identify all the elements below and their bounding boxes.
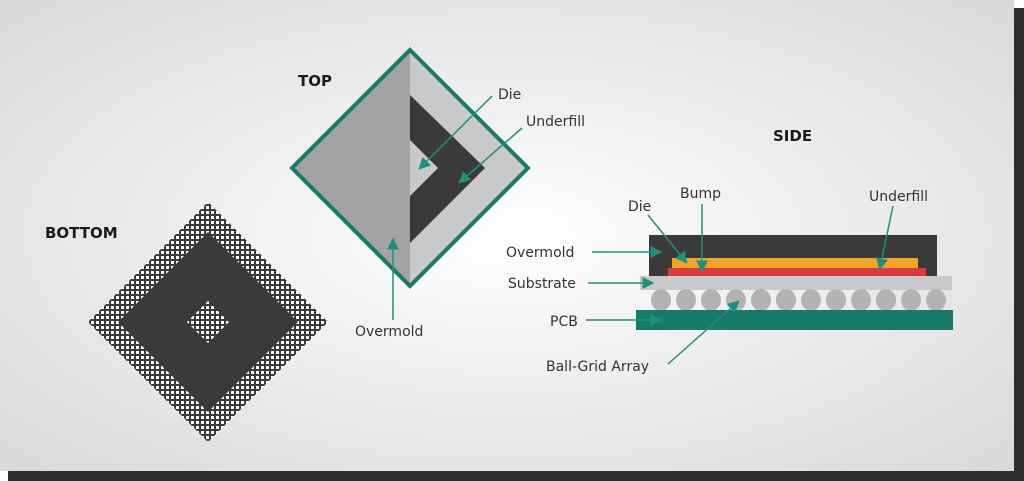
side-ball-grid-array xyxy=(651,289,946,311)
side-ball xyxy=(826,289,846,311)
side-bga-label: Ball-Grid Array xyxy=(546,359,649,375)
side-ball xyxy=(851,289,871,311)
top-die-label: Die xyxy=(498,87,521,103)
side-ball xyxy=(926,289,946,311)
side-view: SIDE Die Bump Underfill Overmold xyxy=(506,127,953,375)
side-ball xyxy=(801,289,821,311)
side-die xyxy=(672,258,918,268)
side-ball xyxy=(651,289,671,311)
side-underfill-arrow xyxy=(876,205,894,271)
top-underfill-arrow xyxy=(458,127,523,184)
side-ball xyxy=(726,289,746,311)
side-ball xyxy=(876,289,896,311)
side-ball xyxy=(776,289,796,311)
top-title: TOP xyxy=(298,72,332,90)
side-bump-label: Bump xyxy=(680,186,721,202)
side-ball xyxy=(751,289,771,311)
bottom-title: BOTTOM xyxy=(45,224,118,242)
side-substrate-label: Substrate xyxy=(508,276,576,292)
side-bumps xyxy=(668,268,926,276)
top-underfill-label: Underfill xyxy=(526,114,585,130)
side-ball xyxy=(901,289,921,311)
side-title: SIDE xyxy=(773,127,812,145)
bottom-center-balls xyxy=(187,301,229,343)
side-pcb xyxy=(636,310,953,330)
side-die-label: Die xyxy=(628,199,651,215)
side-ball xyxy=(701,289,721,311)
top-overmold-label: Overmold xyxy=(355,324,423,340)
side-substrate xyxy=(640,276,952,290)
top-package-outline xyxy=(289,47,531,289)
side-pcb-label: PCB xyxy=(550,314,578,330)
side-die-arrow xyxy=(647,214,688,264)
side-underfill-label: Underfill xyxy=(869,189,928,205)
side-overmold-label: Overmold xyxy=(506,245,574,261)
top-die-arrow xyxy=(418,95,493,170)
side-ball xyxy=(676,289,696,311)
side-bga-arrow xyxy=(667,300,740,365)
bottom-view: BOTTOM xyxy=(45,202,328,442)
